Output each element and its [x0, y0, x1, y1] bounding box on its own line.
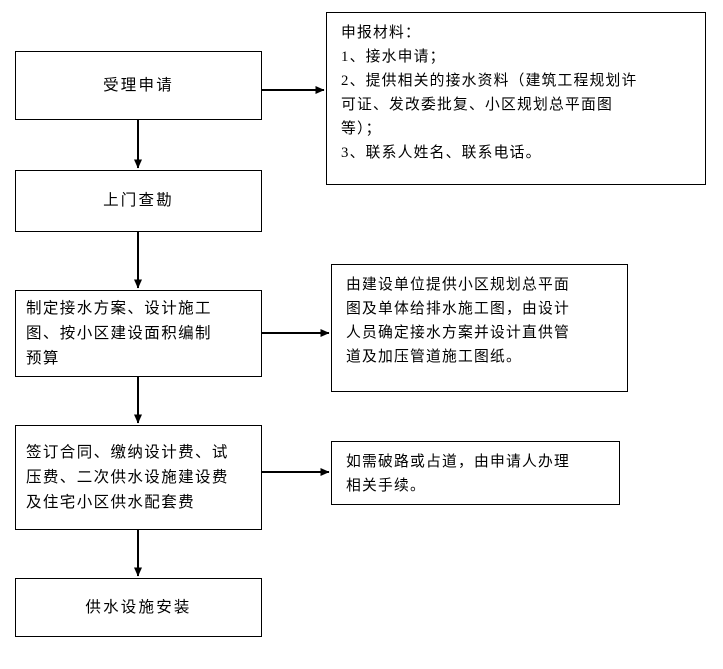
note-box-label: 如需破路或占道，由申请人办理 相关手续。	[346, 454, 570, 494]
note-box-application-materials[interactable]: 申报材料： 1、接水申请； 2、提供相关的接水资料（建筑工程规划许 可证、发改委…	[326, 12, 706, 185]
note-box-label: 申报材料： 1、接水申请； 2、提供相关的接水资料（建筑工程规划许 可证、发改委…	[341, 25, 638, 161]
process-node-install-water-facility[interactable]: 供水设施安装	[15, 578, 262, 637]
process-node-accept-application[interactable]: 受理申请	[15, 51, 262, 120]
process-node-contract-and-fees[interactable]: 签订合同、缴纳设计费、试 压费、二次供水设施建设费 及住宅小区供水配套费	[15, 425, 262, 530]
note-box-label: 由建设单位提供小区规划总平面 图及单体给排水施工图，由设计 人员确定接水方案并设…	[346, 277, 570, 365]
note-box-road-permit[interactable]: 如需破路或占道，由申请人办理 相关手续。	[331, 441, 620, 505]
process-node-site-survey[interactable]: 上门查勘	[15, 170, 262, 232]
process-node-label: 制定接水方案、设计施工 图、按小区建设面积编制 预算	[26, 299, 212, 368]
process-node-label: 签订合同、缴纳设计费、试 压费、二次供水设施建设费 及住宅小区供水配套费	[26, 443, 229, 512]
process-node-label: 上门查勘	[103, 192, 174, 210]
process-node-label: 供水设施安装	[85, 598, 192, 616]
process-node-plan-design-budget[interactable]: 制定接水方案、设计施工 图、按小区建设面积编制 预算	[15, 290, 262, 377]
note-box-design-requirements[interactable]: 由建设单位提供小区规划总平面 图及单体给排水施工图，由设计 人员确定接水方案并设…	[331, 264, 628, 392]
process-node-label: 受理申请	[103, 76, 174, 94]
